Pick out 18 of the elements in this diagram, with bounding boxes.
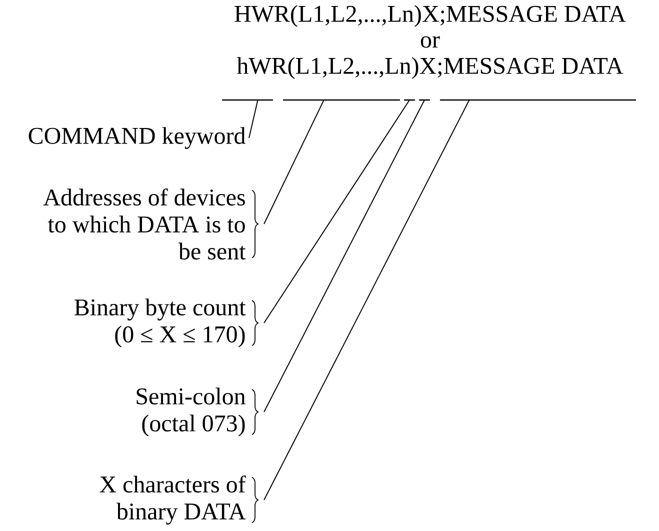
- description-text: Binary byte count (0 ≤ X ≤ 170): [74, 298, 246, 348]
- leader-line: [264, 100, 410, 324]
- description-text: X characters of binary DATA: [100, 475, 246, 525]
- underline: [222, 99, 273, 101]
- leader-line: [264, 100, 425, 412]
- leader-line: [248, 100, 258, 138]
- separator-word: or: [420, 36, 440, 48]
- underline: [283, 99, 400, 101]
- underline: [419, 99, 430, 101]
- underline: [440, 99, 636, 101]
- leader-line: [264, 100, 470, 500]
- description-text: Addresses of devices to which DATA is to be sent: [43, 188, 246, 260]
- description-text: COMMAND keyword: [28, 127, 246, 149]
- description-text: Semi-colon (octal 073): [136, 388, 246, 436]
- command-syntax: HWR(L1,L2,...,Ln)X;MESSAGE DATA: [234, 5, 626, 27]
- command-syntax: hWR(L1,L2,...,Ln)X;MESSAGE DATA: [236, 57, 624, 79]
- leader-line: [264, 100, 324, 224]
- underline: [404, 99, 415, 101]
